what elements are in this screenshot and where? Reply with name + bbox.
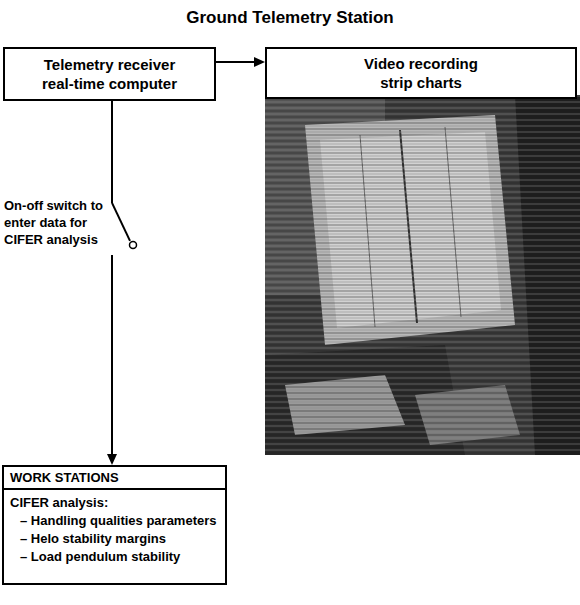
- connector: [216, 57, 265, 67]
- box-subheading: CIFER analysis:: [4, 490, 225, 511]
- list-item: – Load pendulum stability: [4, 547, 225, 565]
- connector: [107, 101, 137, 465]
- arrowhead: [254, 57, 265, 67]
- strip-chart-photo: [265, 95, 580, 455]
- switch-label: On-off switch to enter data for CIFER an…: [4, 197, 104, 248]
- box-label: Telemetry receiver real-time computer: [30, 55, 190, 93]
- arrowhead: [107, 454, 117, 465]
- box-header: WORK STATIONS: [4, 467, 225, 490]
- switch-blade: [112, 203, 130, 241]
- switch-contact: [130, 241, 137, 248]
- diagram-title: Ground Telemetry Station: [0, 8, 580, 28]
- workstation-box: WORK STATIONSCIFER analysis:– Handling q…: [2, 465, 227, 585]
- box-label: Video recording strip charts: [356, 54, 486, 92]
- list-item: – Helo stability margins: [4, 529, 225, 547]
- process-box: Telemetry receiver real-time computer: [3, 47, 216, 101]
- process-box: Video recording strip charts: [265, 47, 577, 99]
- list-item: – Handling qualities parameters: [4, 511, 225, 529]
